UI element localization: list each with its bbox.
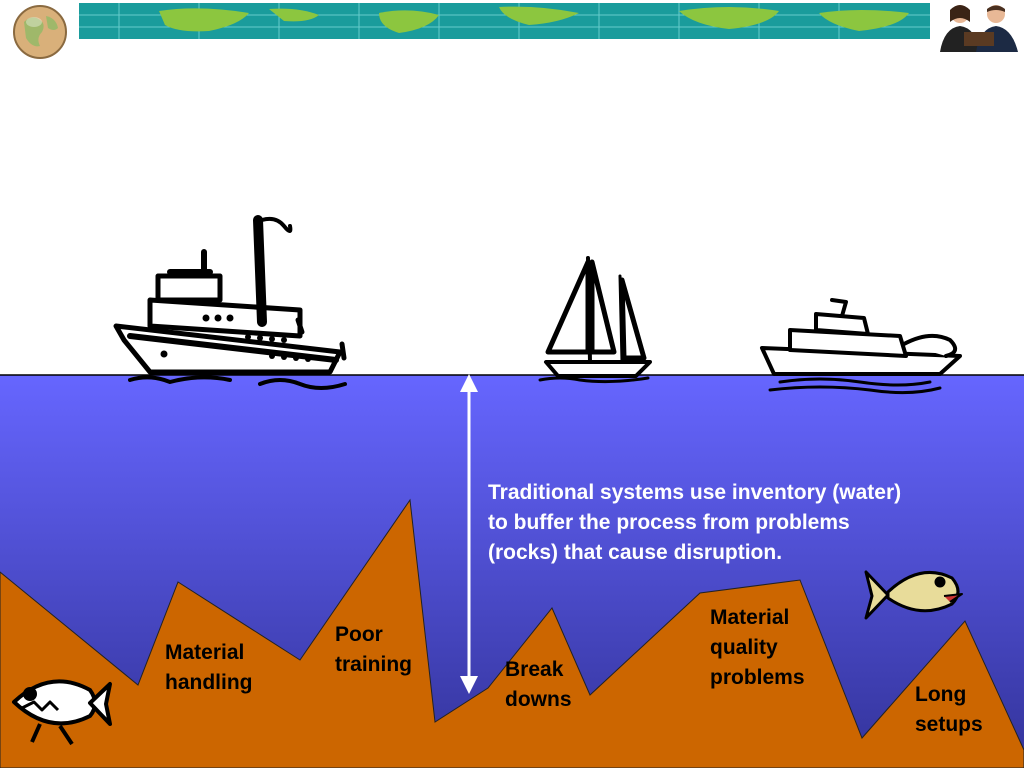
people-reading-icon (930, 0, 1024, 52)
globe-icon (13, 5, 67, 59)
rock-label-material-quality-problems: Material quality problems (710, 606, 805, 689)
diagram-caption: Traditional systems use inventory (water… (488, 481, 902, 564)
sailboat-icon (538, 256, 652, 384)
rock-label-break-downs: Break downs (505, 658, 572, 711)
rocks-seabed (0, 498, 1024, 768)
world-map-banner (79, 3, 931, 39)
steamship-icon (113, 215, 347, 390)
rock-label-poor-training: Poor training (335, 623, 412, 676)
rock-label-material-handling: Material handling (165, 641, 253, 694)
fish-icon (12, 679, 112, 746)
rock-label-long-setups: Long setups (915, 683, 983, 736)
steamship-portholes (160, 314, 311, 362)
fish-icon (864, 570, 963, 620)
motor-yacht-icon (760, 298, 962, 395)
